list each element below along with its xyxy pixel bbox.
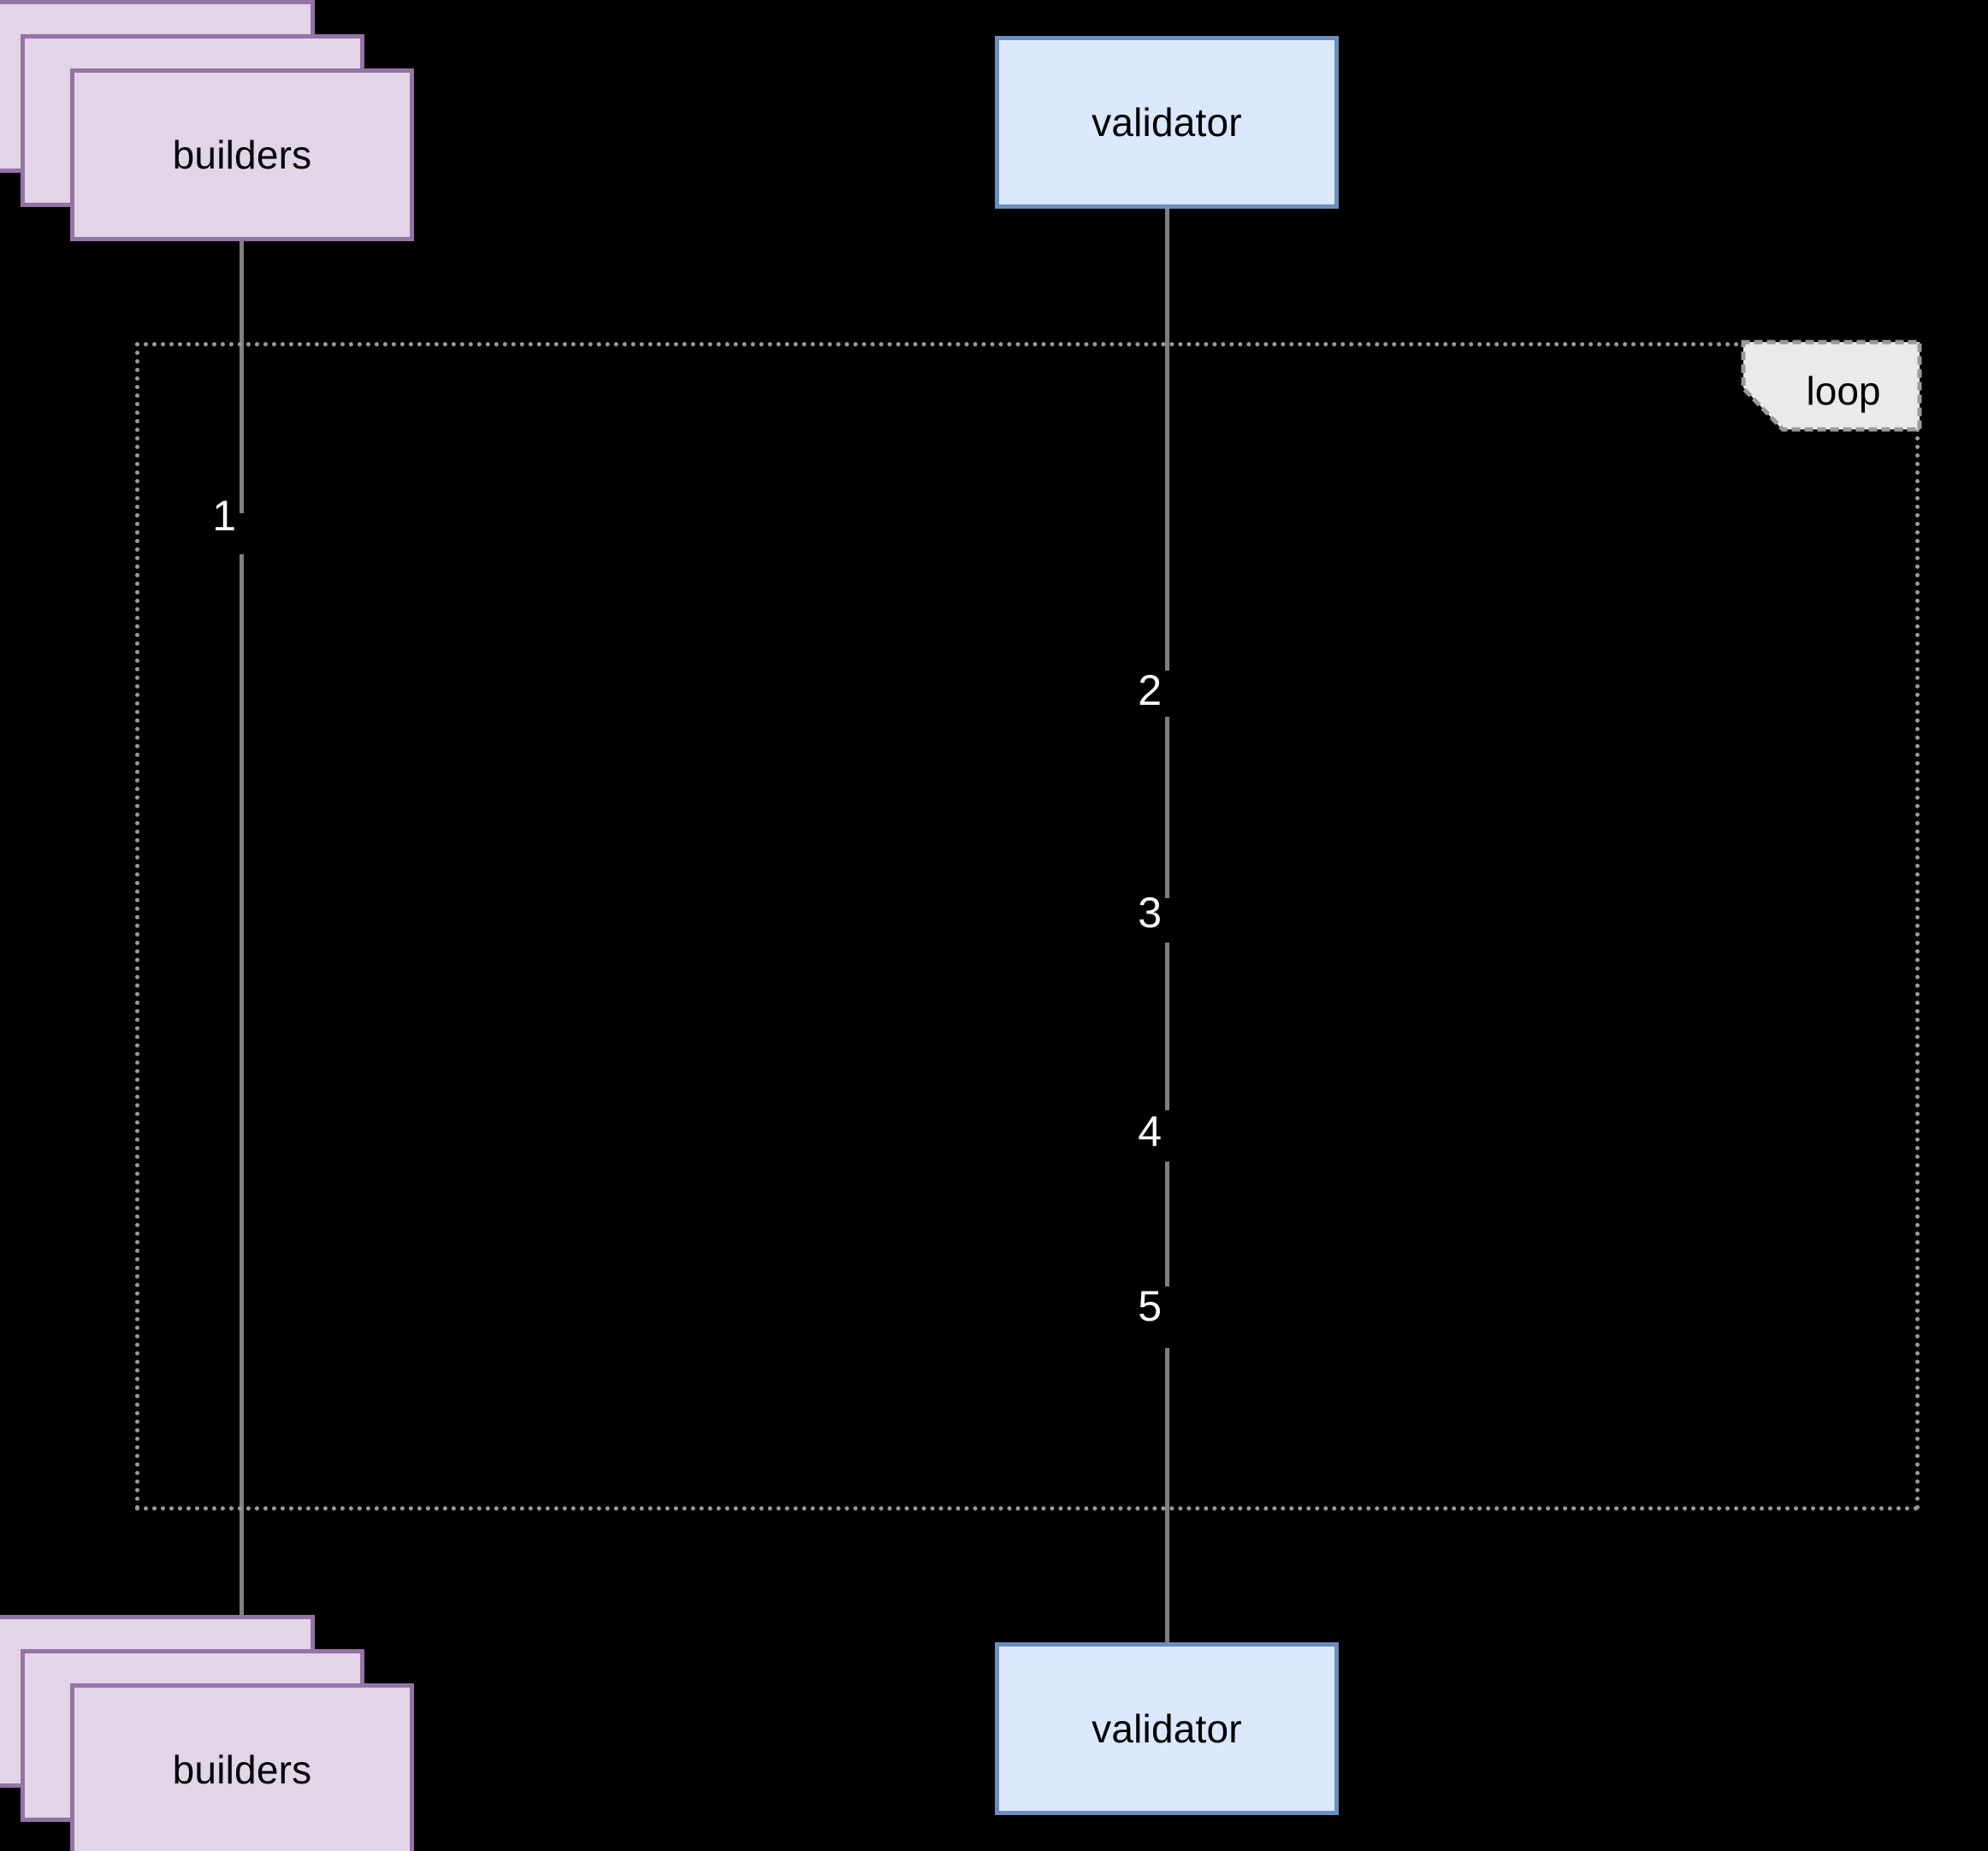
lifeline-validator-segment-3 — [1165, 943, 1169, 1110]
message-number-5: 5 — [1138, 1282, 1162, 1330]
lifeline-validator-segment-1 — [1165, 209, 1169, 671]
lifeline-builders-segment-1 — [240, 241, 244, 513]
lifeline-validator-segment-5 — [1165, 1348, 1169, 1642]
lifeline-validator-segment-4 — [1165, 1162, 1169, 1286]
message-number-4: 4 — [1138, 1108, 1162, 1156]
validator-foot-box[interactable]: validator — [995, 1642, 1339, 1815]
builders-foot-label: builders — [172, 1748, 312, 1792]
loop-fragment-frame[interactable] — [135, 342, 1920, 1511]
lifeline-validator-segment-2 — [1165, 717, 1169, 898]
validator-foot-label: validator — [1092, 1706, 1242, 1751]
validator-head-box[interactable]: validator — [995, 36, 1339, 209]
message-number-2: 2 — [1138, 666, 1162, 714]
message-number-3: 3 — [1138, 889, 1162, 937]
builders-head-label: builders — [172, 133, 312, 177]
builders-head-box[interactable]: builders — [70, 68, 414, 241]
validator-head-label: validator — [1092, 100, 1242, 145]
message-number-1: 1 — [212, 492, 236, 540]
lifeline-builders-segment-2 — [240, 554, 244, 1685]
loop-tab-label: loop — [1806, 369, 1881, 413]
builders-foot-box[interactable]: builders — [70, 1683, 414, 1851]
